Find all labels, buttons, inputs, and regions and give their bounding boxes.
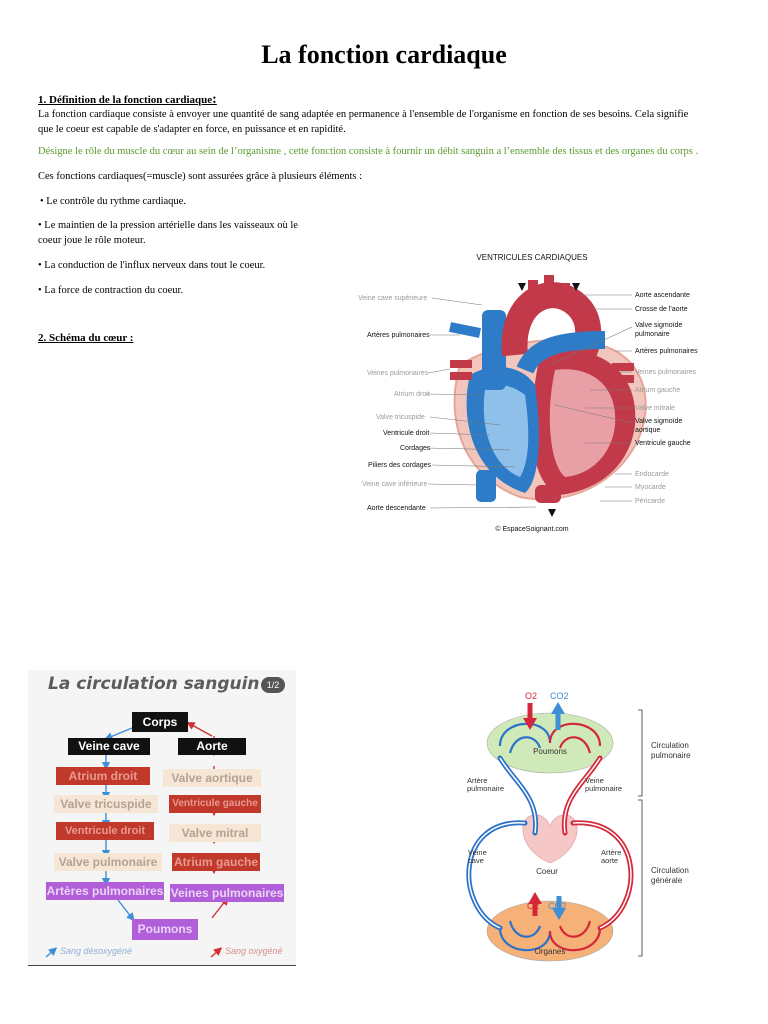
co2-bottom-label: CO2 [548, 901, 567, 911]
label-valve-sigmoide-aort-2: aortique [635, 427, 660, 434]
box-valve-pulmonaire: Valve pulmonaire [54, 853, 162, 871]
box-valve-mitral: Valve mitral [169, 824, 261, 842]
label-valve-mitrale: Valve mitrale [635, 405, 675, 412]
label-atrium-droit: Atrium droit [394, 391, 430, 398]
box-veine-cave: Veine cave [68, 738, 150, 755]
label-veine-cave-inferieure: Veine cave inférieure [362, 481, 427, 488]
section-2-heading: 2. Schéma du cœur : [38, 332, 134, 344]
definition-paragraph: La fonction cardiaque consiste à envoyer… [38, 109, 689, 135]
label-veines-pulmonaires-left: Veines pulmonaires [367, 370, 429, 377]
artere-pulmonaire-label: Artère [467, 776, 487, 785]
box-corps: Corps [132, 712, 188, 732]
veine-cave-label: Veine [468, 848, 487, 857]
bracket-generale [638, 799, 643, 957]
veine-pulmonaire-label-2: pulmonaire [585, 784, 622, 793]
page-title: La fonction cardiaque [261, 40, 507, 69]
label-ventricule-gauche: Ventricule gauche [635, 440, 691, 447]
veine-cave-label-2: cave [468, 856, 484, 865]
circ-pulmonaire-label-2: pulmonaire [651, 751, 691, 760]
circ-generale-label-2: générale [651, 876, 683, 885]
circ-pulmonaire-label: Circulation [651, 741, 689, 750]
bracket-pulmonaire [638, 709, 643, 797]
flowchart-underline [28, 965, 296, 966]
label-piliers-des-cordages: Piliers des cordages [368, 462, 432, 469]
heart-diagram: VENTRICULES CARDIAQUES Veine cave supéri… [358, 253, 698, 533]
legend-blue: Sang désoxygéné [60, 946, 133, 956]
coeur-label: Coeur [536, 867, 558, 876]
page-badge: 1/2 [261, 677, 285, 693]
heart-diagram-title: VENTRICULES CARDIAQUES [476, 253, 587, 262]
o2-top-label: O2 [525, 691, 537, 701]
label-valve-sigmoide-pulm-2: pulmonaire [635, 331, 670, 338]
box-ventricule-droit: Ventricule droit [56, 822, 154, 840]
label-aorte-ascendante: Aorte ascendante [635, 292, 690, 299]
box-poumons: Poumons [132, 919, 198, 940]
veine-pulmonaire-label: Veine [585, 776, 604, 785]
label-veines-pulmonaires-right: Veines pulmonaires [635, 369, 697, 376]
blood-circuit-diagram: O2 CO2 Poumons Artère pulmonaire Veine p… [466, 691, 691, 962]
artere-aorte-label: Artère [601, 848, 621, 857]
box-valve-aortique: Valve aortique [163, 769, 261, 787]
box-arteres-pulmonaires: Artères pulmonaires [46, 882, 164, 900]
label-pericarde: Péricarde [635, 498, 665, 505]
label-ventricule-droit: Ventricule droit [383, 430, 429, 437]
legend-red: Sang oxygéné [225, 946, 283, 956]
label-valve-tricuspide: Valve tricuspide [376, 414, 425, 421]
flowchart-title: La circulation sanguin [48, 674, 260, 694]
box-ventricule-gauche: Ventricule gauche [169, 795, 261, 813]
label-myocarde: Myocarde [635, 484, 666, 491]
box-atrium-gauche: Atrium gauche [172, 853, 260, 871]
organes-label: Organes [535, 947, 566, 956]
label-aorte-descendante: Aorte descendante [367, 505, 426, 512]
label-endocarde: Endocarde [635, 471, 669, 478]
circulation-flowchart: La circulation sanguin 1/2 Corps V [28, 670, 296, 965]
label-atrium-gauche: Atrium gauche [635, 387, 680, 394]
poumons-label: Poumons [533, 747, 567, 756]
bullet-item: • Le maintien de la pression artérielle … [38, 220, 298, 231]
label-cordages: Cordages [400, 445, 431, 452]
bullet-item: • Le contrôle du rythme cardiaque. [40, 196, 186, 207]
label-crosse-aorte: Crosse de l'aorte [635, 306, 688, 313]
diagram-credit: © EspaceSoignant.com [495, 525, 568, 533]
flowchart-arrows [45, 721, 229, 958]
artere-aorte-label-2: aorte [601, 856, 618, 865]
box-atrium-droit: Atrium droit [56, 767, 150, 785]
heart-shape [522, 814, 578, 864]
elements-intro: Ces fonctions cardiaques(=muscle) sont a… [38, 171, 363, 182]
label-valve-sigmoide-aort: Valve sigmoïde [635, 418, 682, 425]
bullet-item-continuation: coeur joue le rôle moteur. [38, 235, 146, 246]
circ-generale-label: Circulation [651, 866, 689, 875]
co2-top-label: CO2 [550, 691, 569, 701]
box-veines-pulmonaires: Veines pulmonaires [170, 884, 284, 902]
label-veine-cave-superieure: Veine cave supérieure [358, 295, 427, 302]
box-valve-tricuspide: Valve tricuspide [54, 795, 158, 813]
green-definition: Désigne le rôle du muscle du cœur au sei… [38, 146, 699, 157]
label-valve-sigmoide-pulm: Valve sigmoïde [635, 322, 682, 329]
artere-pulmonaire-label-2: pulmonaire [467, 784, 504, 793]
bullet-item: • La force de contraction du coeur. [38, 285, 184, 296]
label-arteres-pulmonaires-left: Artères pulmonaires [367, 332, 430, 339]
bullet-item: • La conduction de l'influx nerveux dans… [38, 260, 266, 271]
box-aorte: Aorte [178, 738, 246, 755]
section-1-heading: 1. Définition de la fonction cardiaque: [38, 92, 217, 107]
o2-bottom-label: O2 [527, 901, 539, 911]
label-arteres-pulmonaires-right: Artères pulmonaires [635, 348, 698, 355]
